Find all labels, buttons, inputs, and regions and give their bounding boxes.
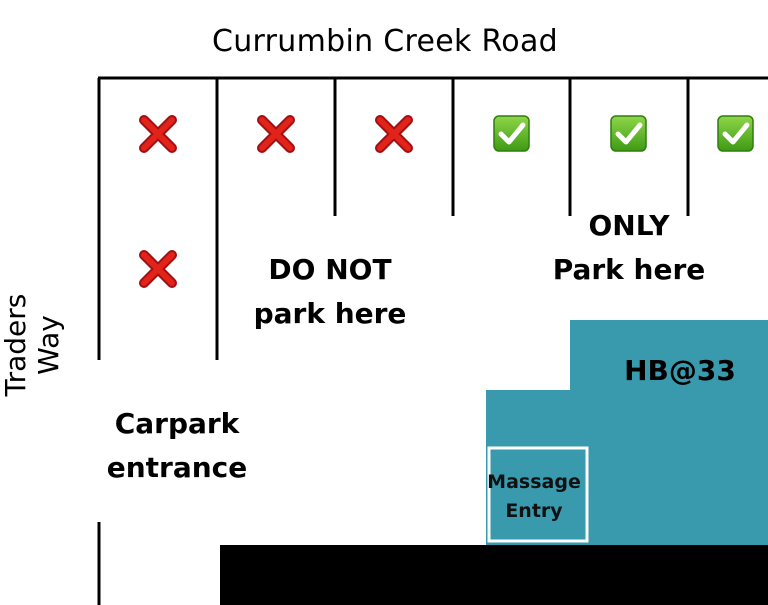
black-block <box>220 545 768 605</box>
red-cross-icon <box>139 250 177 288</box>
massage-entry-box <box>487 446 589 543</box>
carpark-line2: entrance <box>106 451 248 484</box>
do-not-park-line1: DO NOT <box>268 253 392 286</box>
massage-line2: Entry <box>505 500 563 522</box>
green-check-icon <box>493 115 530 152</box>
do-not-park-label: DO NOT park here <box>230 248 430 336</box>
only-park-line2: Park here <box>552 253 706 286</box>
only-park-line1: ONLY <box>588 209 670 242</box>
carpark-entrance-label: Carpark entrance <box>88 402 266 490</box>
red-cross-icon <box>257 115 295 153</box>
road-label-top: Currumbin Creek Road <box>212 24 558 59</box>
green-check-icon <box>717 115 754 152</box>
road-label-side: Traders Way <box>0 293 65 397</box>
building-label: HB@33 <box>624 354 736 387</box>
only-park-label: ONLY Park here <box>520 204 738 292</box>
massage-line1: Massage <box>487 471 581 493</box>
do-not-park-line2: park here <box>253 297 407 330</box>
massage-entry-label: Massage Entry <box>487 468 581 526</box>
red-cross-icon <box>375 115 413 153</box>
red-cross-icon <box>139 115 177 153</box>
carpark-line1: Carpark <box>114 407 240 440</box>
green-check-icon <box>610 115 647 152</box>
